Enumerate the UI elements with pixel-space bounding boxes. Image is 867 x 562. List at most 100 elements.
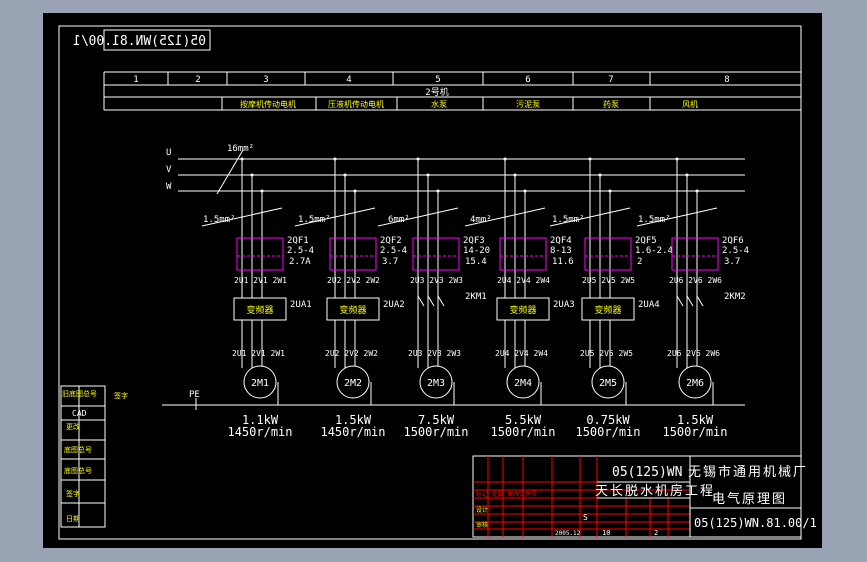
motor-power: 1.1kW <box>242 413 279 427</box>
cable-label: 4mm² <box>470 215 492 225</box>
cable-slash <box>549 207 631 227</box>
motor-symbol <box>506 365 540 399</box>
input-terminals: 2U3 2V3 2W3 <box>410 276 463 285</box>
strip-change: 更改 <box>66 422 80 431</box>
strip-date: 日期 <box>66 515 80 523</box>
function-label: 污泥泵 <box>516 99 540 109</box>
column-number: 2 <box>195 75 200 85</box>
motor-power: 7.5kW <box>418 413 455 427</box>
input-terminals: 2U4 2V4 2W4 <box>497 276 550 285</box>
column-number: 3 <box>263 75 268 85</box>
bus-tap <box>503 157 507 161</box>
output-terminals: 2U4 2V4 2W4 <box>495 349 548 358</box>
breaker-label: 2QF6 <box>722 236 744 246</box>
cable-label: 1.5mm² <box>298 215 331 225</box>
breaker-range: 14-20 <box>463 246 490 256</box>
breaker-box <box>584 237 632 271</box>
inverter-tag: 2UA2 <box>383 300 405 310</box>
strip-cad: CAD <box>72 409 87 418</box>
breaker-box <box>499 237 547 271</box>
bus-tap <box>333 157 337 161</box>
drawing-canvas: 05(125)WN.81.00/1 1 2 3 4 5 6 7 8 2号机 按摩… <box>43 13 822 548</box>
schematic-svg: 05(125)WN.81.00/1 1 2 3 4 5 6 7 8 2号机 按摩… <box>58 25 817 540</box>
motor-power: 0.75kW <box>586 413 630 427</box>
motor-speed: 1450r/min <box>227 425 292 439</box>
output-terminals: 2U2 2V2 2W2 <box>325 349 378 358</box>
inverter-tag: 2UA4 <box>638 300 660 310</box>
breaker-setting: 2 <box>637 257 642 267</box>
motor-symbol <box>591 365 625 399</box>
breaker-range: 2.5-4 <box>380 246 407 256</box>
grid-text: 2 <box>654 529 658 537</box>
motor-speed: 1450r/min <box>320 425 385 439</box>
contactor-tag: 2KM1 <box>465 292 487 302</box>
cable-label: 1.5mm² <box>203 215 236 225</box>
breaker-box <box>329 237 377 271</box>
bus-tap <box>343 173 347 177</box>
inverter-box <box>326 297 380 321</box>
strip-base-total: 底图总号 <box>64 445 92 454</box>
inverter-tag: 2UA1 <box>290 300 312 310</box>
breaker-range: 1.6-2.4 <box>635 246 673 256</box>
cable-slash <box>464 207 546 227</box>
column-number: 6 <box>525 75 530 85</box>
contactor-contact <box>676 295 684 307</box>
title-company: 无锡市通用机械厂 <box>688 464 808 480</box>
inverter-tag: 2UA3 <box>553 300 575 310</box>
title-block-text: 05(125)WN 无锡市通用机械厂 天长脱水机房工程 电气原理图 05(125… <box>476 464 817 537</box>
title-code: 05(125)WN <box>612 465 682 480</box>
breaker-setting: 15.4 <box>465 257 487 267</box>
grid-text: 10 <box>602 529 610 537</box>
breaker-setting: 11.6 <box>552 257 574 267</box>
inverter-label: 变频器 <box>509 304 536 316</box>
input-terminals: 2U6 2V6 2W6 <box>669 276 722 285</box>
section-title: 2号机 <box>425 86 448 98</box>
inverter-label: 变频器 <box>246 304 273 316</box>
input-terminals: 2U5 2V5 2W5 <box>582 276 635 285</box>
title-project: 天长脱水机房工程 <box>595 483 715 499</box>
column-numbers: 1 2 3 4 5 6 7 8 <box>133 75 729 85</box>
inverter-box <box>581 297 635 321</box>
motor-power: 1.5kW <box>677 413 714 427</box>
input-terminals: 2U1 2V1 2W1 <box>234 276 287 285</box>
bus-tap <box>250 173 254 177</box>
strip-base-total-2: 底图总号 <box>64 466 92 475</box>
strip-sign-2: 签字 <box>66 489 80 498</box>
strip-old-total: 旧底图总号 <box>62 389 97 398</box>
contactor-contact <box>427 295 435 307</box>
breaker-box <box>671 237 719 271</box>
column-number: 8 <box>724 75 729 85</box>
breaker-range: 2.5-4 <box>287 246 314 256</box>
title-drawing-title: 电气原理图 <box>712 491 787 507</box>
breaker-box <box>412 237 460 271</box>
bus-label-u: U <box>166 148 171 158</box>
contactor-contact <box>417 295 425 307</box>
bus-tap <box>436 189 440 193</box>
pe-label: PE <box>189 390 200 400</box>
inverter-box <box>496 297 550 321</box>
bus-tap <box>523 189 527 193</box>
motor-label: 2M2 <box>344 378 362 389</box>
column-header <box>103 71 801 111</box>
bus-tap <box>240 157 244 161</box>
bus-label-v: V <box>166 165 172 175</box>
motor-symbol <box>678 365 712 399</box>
cable-label: 1.5mm² <box>552 215 585 225</box>
bus-label-w: W <box>166 182 172 192</box>
motor-symbol <box>336 365 370 399</box>
function-label: 药泵 <box>603 99 619 109</box>
breaker-label: 2QF3 <box>463 236 485 246</box>
bus-bars <box>178 149 745 195</box>
column-functions: 按摩机传动电机 压液机传动电机 水泵 污泥泵 药泵 风机 <box>240 99 698 109</box>
motor-speed: 1500r/min <box>490 425 555 439</box>
breaker-range: 8-13 <box>550 246 572 256</box>
cable-slash <box>294 207 376 227</box>
bus-tap <box>513 173 517 177</box>
grid-text: 审核 <box>476 521 488 529</box>
grid-text: S <box>583 513 588 522</box>
cable-slash <box>201 207 283 227</box>
drawing-frame <box>58 25 802 540</box>
motor-label: 2M4 <box>514 378 532 389</box>
contactor-tag: 2KM2 <box>724 292 746 302</box>
contactor-contact <box>696 295 704 307</box>
